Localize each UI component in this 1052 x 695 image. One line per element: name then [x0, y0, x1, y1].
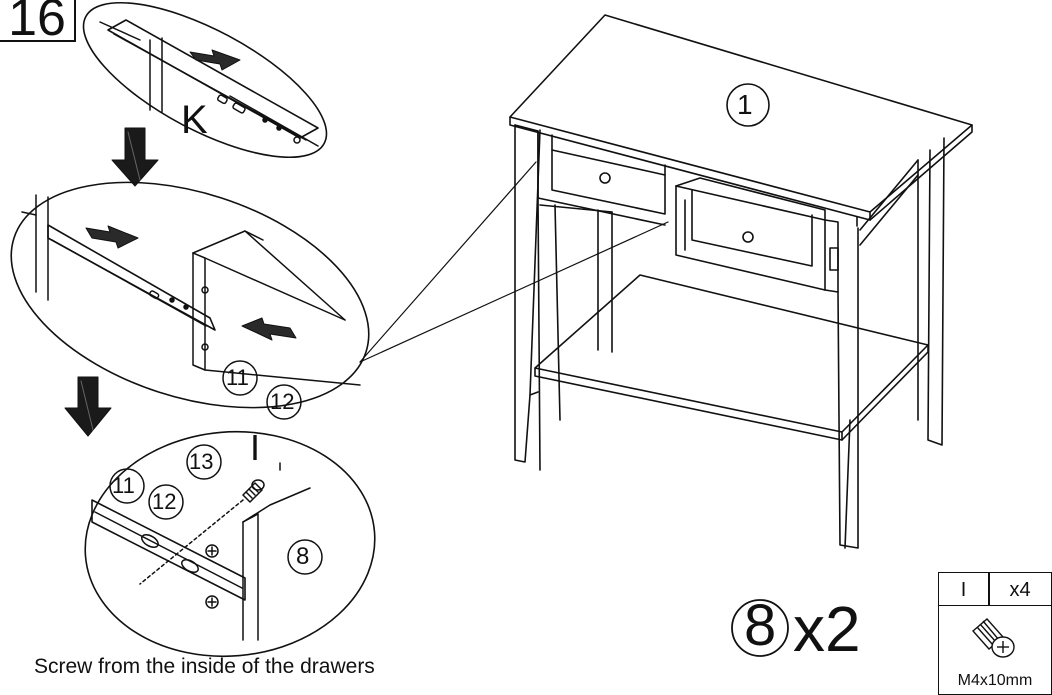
step-number: 16 [8, 0, 66, 42]
part-label-13: 13 [189, 449, 214, 474]
qty-multiplier: x2 [793, 593, 861, 665]
hardware-divider [988, 573, 990, 605]
step-number-box: 16 [0, 0, 76, 42]
down-arrow-icon [111, 127, 159, 187]
qty-part-number: 8 [744, 593, 777, 658]
hardware-box: I x4 M4x10mm [938, 572, 1052, 695]
screw-icon [972, 618, 1015, 658]
hardware-letter: I [960, 579, 967, 601]
part-label-12-lower: 12 [152, 489, 177, 514]
part-label-11: 11 [226, 365, 249, 390]
part-label-12: 12 [270, 389, 295, 414]
part-label-8: 8 [296, 543, 310, 570]
hardware-header-row: I x4 [939, 573, 1051, 606]
detail-rail-k [82, 1, 328, 159]
screw-icon [242, 479, 265, 503]
instruction-caption: Screw from the inside of the drawers [34, 655, 375, 678]
hardware-count: x4 [1009, 579, 1031, 601]
detail-screw-i [84, 430, 376, 658]
console-table [509, 14, 973, 549]
part-label-1: 1 [737, 89, 753, 120]
down-arrow-icon [64, 376, 112, 437]
detail-rail-drawer [10, 181, 370, 420]
part-1-circle [726, 83, 770, 127]
hardware-size: M4x10mm [957, 672, 1033, 689]
part-label-k: K [181, 98, 208, 142]
part-label-i: I [250, 427, 261, 468]
part-label-11-lower: 11 [112, 473, 135, 498]
part-8-qty-circle [731, 599, 789, 657]
